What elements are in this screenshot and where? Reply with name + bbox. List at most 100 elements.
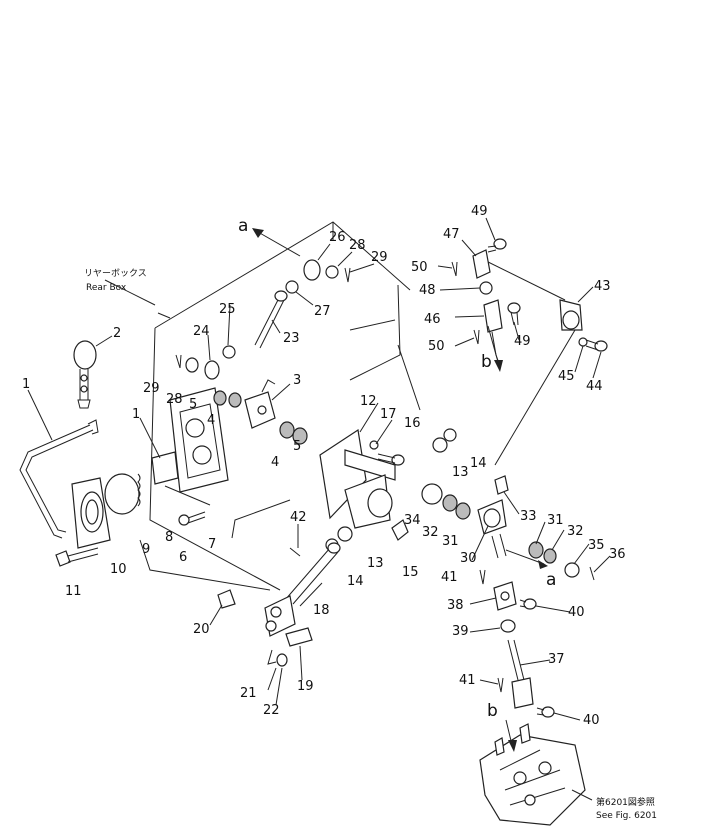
- bolt-44: [585, 339, 608, 352]
- boot-plate: [71, 477, 111, 549]
- bolt-49-top: [487, 238, 507, 253]
- callout-37: 37: [548, 652, 565, 667]
- callout-2: 2: [113, 326, 121, 341]
- callout-32a: 32: [422, 525, 439, 540]
- pin-29-top: [344, 267, 351, 283]
- callout-12: 12: [360, 394, 377, 409]
- callout-5a: 5: [189, 397, 197, 412]
- callout-42: 42: [290, 510, 307, 525]
- callout-9: 9: [142, 542, 150, 557]
- clamp-47: [472, 249, 491, 279]
- callout-22: 22: [263, 703, 280, 718]
- callout-13a: 13: [452, 465, 469, 480]
- rollers-right: [279, 421, 308, 445]
- selector-block: [244, 379, 276, 429]
- pin-36: [589, 566, 595, 581]
- callout-10: 10: [110, 562, 127, 577]
- callout-39: 39: [452, 624, 469, 639]
- shift-shaft-18: [264, 542, 341, 637]
- bushing-14-right: [443, 428, 457, 442]
- callout-16: 16: [404, 416, 421, 431]
- nut-48: [479, 281, 493, 295]
- clevis-38: [493, 581, 517, 611]
- callout-27: 27: [314, 304, 331, 319]
- nut-22: [276, 653, 288, 667]
- callout-a-right: a: [546, 570, 556, 590]
- callout-29b: 29: [143, 381, 160, 396]
- pin-29-left: [175, 354, 182, 369]
- pin-50-mid: [473, 329, 480, 345]
- nut-28-left: [185, 357, 199, 373]
- callout-1a: 1: [22, 377, 30, 392]
- bearing-32-right: [543, 548, 557, 564]
- pin-19: [285, 627, 313, 647]
- pin-50-top: [451, 261, 458, 277]
- callout-32b: 32: [567, 524, 584, 539]
- rear-box-label-en: Rear Box: [86, 283, 127, 293]
- callout-35: 35: [588, 538, 605, 553]
- callout-31b: 31: [547, 513, 564, 528]
- callout-8: 8: [165, 530, 173, 545]
- yoke-43: [559, 299, 583, 331]
- bearing-31-left: [455, 502, 471, 520]
- gear-lever: [19, 419, 99, 539]
- rollers-left: [213, 390, 242, 408]
- callout-31a: 31: [442, 534, 459, 549]
- callout-36: 36: [609, 547, 626, 562]
- callout-25: 25: [219, 302, 236, 317]
- callout-5b: 5: [293, 439, 301, 454]
- pin-41-bottom: [497, 677, 504, 693]
- washer-45: [578, 337, 588, 347]
- callout-14a: 14: [470, 456, 487, 471]
- callout-17: 17: [380, 407, 397, 422]
- bolt-40-bottom: [536, 706, 555, 718]
- callout-4b: 4: [271, 455, 279, 470]
- callout-41a: 41: [441, 570, 458, 585]
- callout-40b: 40: [583, 713, 600, 728]
- callout-49b: 49: [514, 334, 531, 349]
- nut-27: [285, 280, 299, 294]
- callout-b-bottom: b: [487, 701, 498, 721]
- callout-4a: 4: [207, 413, 215, 428]
- fitting-33: [494, 475, 509, 495]
- callout-44: 44: [586, 379, 603, 394]
- pin-42: [289, 547, 301, 557]
- connecting-rod: [494, 329, 576, 466]
- callout-14b: 14: [347, 574, 364, 589]
- callout-33: 33: [520, 509, 537, 524]
- callout-b-mid: b: [481, 352, 492, 372]
- callout-47: 47: [443, 227, 460, 242]
- bushing-13-right: [432, 437, 448, 453]
- clevis-26: [303, 259, 321, 281]
- callout-13b: 13: [367, 556, 384, 571]
- callout-1b: 1: [132, 407, 140, 422]
- rod-37: [507, 639, 534, 709]
- callout-23: 23: [283, 331, 300, 346]
- leader-lines: [27, 217, 611, 801]
- fitting-20: [217, 589, 236, 609]
- callout-46: 46: [424, 312, 441, 327]
- bolt-11: [55, 547, 99, 567]
- callout-26: 26: [329, 230, 346, 245]
- bearing-32-left: [442, 494, 458, 512]
- callout-24: 24: [193, 324, 210, 339]
- pin-41-top: [479, 569, 486, 585]
- nut-39: [500, 619, 516, 633]
- lever-knob: [73, 340, 97, 409]
- lever-30: [477, 499, 507, 559]
- pin-21: [267, 649, 277, 665]
- washer-disk: [104, 473, 140, 515]
- rod-23: [254, 290, 288, 349]
- see-fig-label-en: See Fig. 6201: [596, 811, 657, 821]
- callout-20: 20: [193, 622, 210, 637]
- callout-6: 6: [179, 550, 187, 565]
- lever-bracket: [151, 451, 179, 485]
- fitting-15: [391, 519, 409, 541]
- callout-29a: 29: [371, 250, 388, 265]
- callout-21: 21: [240, 686, 257, 701]
- bracket-12: [319, 428, 396, 529]
- clevis-24: [204, 360, 220, 380]
- gasket-plate: [169, 387, 229, 493]
